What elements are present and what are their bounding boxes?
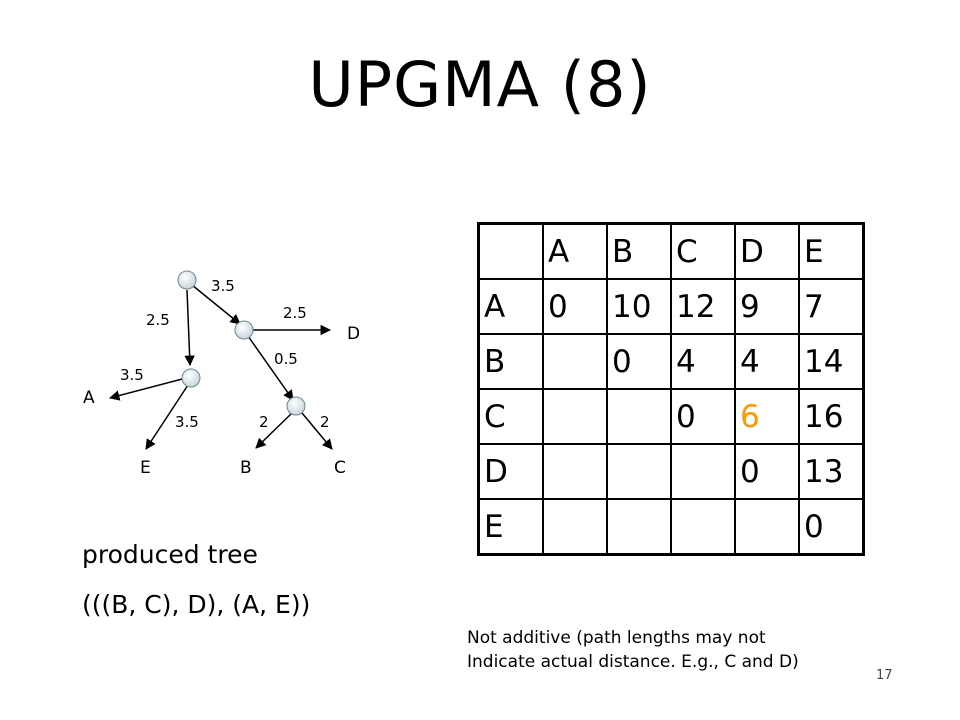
matrix-cell: [542, 498, 608, 556]
matrix-cell: 4: [734, 333, 800, 390]
matrix-row-label: E: [477, 498, 544, 556]
edge-label-ae-e: 3.5: [175, 413, 199, 431]
matrix-cell: [606, 443, 672, 500]
matrix-cell: [542, 333, 608, 390]
tree-node-ae: [181, 368, 201, 388]
edge-label-bcd-d: 2.5: [283, 304, 307, 322]
edge-bcd-to-bc: [247, 335, 294, 401]
matrix-cell: 0: [542, 278, 608, 335]
matrix-row-a: A 0 10 12 9 7: [477, 278, 865, 335]
edge-root-to-ae: [184, 289, 195, 367]
matrix-row-label: A: [477, 278, 544, 335]
matrix-cell: 7: [798, 278, 865, 335]
edge-label-ae-a: 3.5: [120, 366, 144, 384]
matrix-cell: [606, 388, 672, 445]
caption-produced-tree: produced tree: [82, 540, 258, 569]
leaf-label-e: E: [140, 458, 151, 478]
matrix-cell: 10: [606, 278, 672, 335]
tree-node-root: [177, 270, 197, 290]
edge-bc-to-c: [301, 412, 333, 450]
leaf-label-b: B: [240, 458, 252, 478]
matrix-cell: [734, 498, 800, 556]
tree-node-bcd: [234, 320, 254, 340]
matrix-cell: 16: [798, 388, 865, 445]
matrix-cell: 0: [606, 333, 672, 390]
matrix-header-b: B: [606, 222, 672, 280]
matrix-cell: [670, 498, 736, 556]
matrix-cell: 9: [734, 278, 800, 335]
matrix-cell: 12: [670, 278, 736, 335]
note-line-2: Indicate actual distance. E.g., C and D): [467, 652, 799, 672]
distance-matrix: A B C D E A 0 10 12 9 7 B 0 4 4 14 C 0 6…: [477, 222, 865, 556]
matrix-row-b: B 0 4 4 14: [477, 333, 865, 390]
matrix-row-label: C: [477, 388, 544, 445]
edge-ae-to-a: [108, 377, 187, 401]
matrix-cell: 0: [734, 443, 800, 500]
edge-label-bc-c: 2: [320, 413, 330, 431]
edge-label-root-ae: 2.5: [146, 311, 170, 329]
matrix-cell: 0: [670, 388, 736, 445]
edge-label-bc-b: 2: [259, 413, 269, 431]
matrix-row-d: D 0 13: [477, 443, 865, 500]
edge-bc-to-b: [255, 412, 293, 449]
matrix-cell: 4: [670, 333, 736, 390]
matrix-header-e: E: [798, 222, 865, 280]
slide-title: UPGMA (8): [308, 48, 652, 121]
matrix-cell: 13: [798, 443, 865, 500]
leaf-label-a: A: [83, 388, 95, 408]
matrix-header-c: C: [670, 222, 736, 280]
edge-label-bcd-bc: 0.5: [274, 350, 298, 368]
note-line-1: Not additive (path lengths may not: [467, 628, 766, 648]
edge-label-root-bcd: 3.5: [211, 277, 235, 295]
edge-ae-to-e: [145, 384, 189, 450]
matrix-row-label: D: [477, 443, 544, 500]
matrix-header-a: A: [542, 222, 608, 280]
matrix-cell: [542, 388, 608, 445]
matrix-header-d: D: [734, 222, 800, 280]
leaf-label-c: C: [334, 458, 346, 478]
matrix-row-label: B: [477, 333, 544, 390]
page-number: 17: [876, 668, 893, 683]
matrix-row-c: C 0 6 16: [477, 388, 865, 445]
edge-root-to-bcd: [191, 284, 241, 325]
tree-node-bc: [286, 396, 306, 416]
matrix-cell: [542, 443, 608, 500]
matrix-cell: [606, 498, 672, 556]
matrix-corner-cell: [477, 222, 544, 280]
matrix-cell: [670, 443, 736, 500]
matrix-cell: 14: [798, 333, 865, 390]
matrix-cell-highlighted: 6: [734, 388, 800, 445]
note-not-additive: Not additive (path lengths may not Indic…: [467, 626, 799, 674]
matrix-row-e: E 0: [477, 498, 865, 556]
matrix-cell: 0: [798, 498, 865, 556]
caption-tree-newick: (((B, C), D), (A, E)): [82, 590, 311, 619]
leaf-label-d: D: [347, 324, 360, 344]
matrix-header-row: A B C D E: [477, 222, 865, 280]
